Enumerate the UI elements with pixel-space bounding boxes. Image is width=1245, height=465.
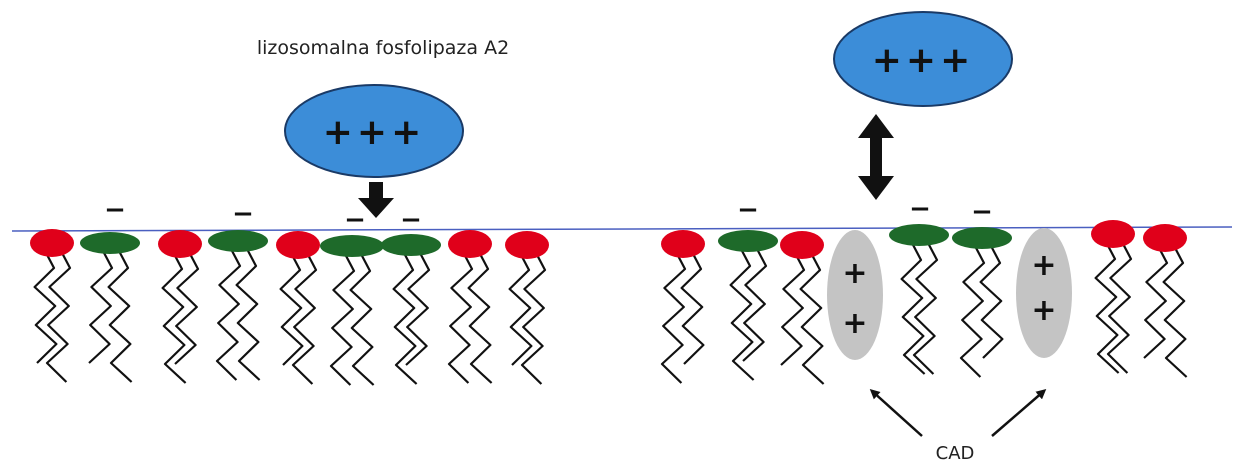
- lipid-tail: [447, 249, 474, 384]
- double-arrow-icon: [858, 114, 894, 200]
- neutral-lipid-head: [448, 230, 492, 258]
- lipid-tail: [959, 243, 986, 378]
- minus-sign: −: [971, 197, 993, 227]
- neutral-lipid-head: [780, 231, 824, 259]
- lipid-tail: [161, 249, 187, 384]
- lipid-tail: [729, 246, 755, 381]
- lipid-tail: [392, 250, 418, 385]
- lipid-tail: [900, 240, 926, 375]
- cad-molecule-2: + +: [1016, 228, 1072, 358]
- lipid-tail: [912, 240, 939, 375]
- lipid-tail: [33, 248, 58, 364]
- lipid-tail: [467, 249, 493, 384]
- cad-1-plus-top: +: [842, 256, 867, 291]
- anionic-lipid-head: [889, 224, 949, 246]
- enzyme-label: lizosomalna fosfolipaza A2: [257, 37, 509, 59]
- anionic-lipid-head: [80, 232, 140, 254]
- cad-1-plus-bottom: +: [842, 306, 867, 341]
- neutral-lipid-head: [505, 231, 549, 259]
- lipid-tail: [742, 246, 768, 362]
- lipid-tail: [1162, 243, 1188, 378]
- minus-sign: −: [344, 205, 366, 235]
- lipid-tail: [329, 251, 356, 386]
- enzyme-left: [284, 84, 464, 178]
- enzyme-left-charge: +++: [323, 112, 426, 153]
- lipid-tail: [45, 248, 72, 383]
- neutral-lipid-head: [276, 231, 320, 259]
- anionic-lipid-head: [952, 227, 1012, 249]
- lipid-tail: [520, 250, 547, 385]
- anionic-lipid-head: [320, 235, 384, 257]
- lipid-tail: [235, 246, 261, 381]
- anionic-lipid-head: [208, 230, 268, 252]
- lipid-tail: [508, 250, 533, 366]
- anionic-lipid-head: [718, 230, 778, 252]
- minus-sign: −: [909, 194, 931, 224]
- negative-charges: −−−−−−−: [104, 194, 993, 235]
- lipid-tail: [107, 248, 133, 383]
- neutral-lipid-head: [661, 230, 705, 258]
- lipid-heads: [30, 220, 1187, 259]
- lipid-tail: [291, 250, 318, 385]
- lipid-tail: [1106, 239, 1133, 374]
- lipid-tail: [799, 250, 825, 385]
- lipid-tail: [279, 250, 304, 366]
- neutral-lipid-head: [1143, 224, 1187, 252]
- lipid-tail: [174, 249, 200, 365]
- neutral-lipid-head: [1091, 220, 1135, 248]
- lipid-tail: [88, 248, 114, 364]
- lipid-tail: [1094, 239, 1120, 374]
- lipid-tail: [660, 249, 687, 384]
- lipid-tail: [680, 249, 705, 365]
- minus-sign: −: [232, 199, 254, 229]
- lipid-tail: [215, 246, 242, 381]
- minus-sign: −: [104, 195, 126, 225]
- cad-2-plus-bottom: +: [1031, 293, 1056, 328]
- lipid-tails: [33, 239, 1188, 386]
- lipid-tail: [1143, 243, 1169, 359]
- cad-label: CAD: [936, 443, 975, 464]
- cad-2-plus-top: +: [1031, 248, 1056, 283]
- minus-sign: −: [737, 195, 759, 225]
- lipid-tail: [405, 250, 431, 366]
- enzyme-right-charge: +++: [872, 40, 975, 81]
- lipid-tail: [780, 250, 806, 366]
- neutral-lipid-head: [30, 229, 74, 257]
- enzyme-right: [833, 11, 1013, 107]
- down-arrow-icon: [358, 182, 394, 218]
- lipid-tail: [349, 251, 375, 386]
- lipid-tail: [979, 243, 1004, 359]
- pointer-arrow-icon: [991, 389, 1047, 437]
- cad-molecule-1: + +: [827, 230, 883, 360]
- membrane-surface: [11, 226, 1233, 232]
- neutral-lipid-head: [158, 230, 202, 258]
- minus-sign: −: [400, 205, 422, 235]
- pointer-arrow-icon: [869, 388, 923, 437]
- anionic-lipid-head: [381, 234, 441, 256]
